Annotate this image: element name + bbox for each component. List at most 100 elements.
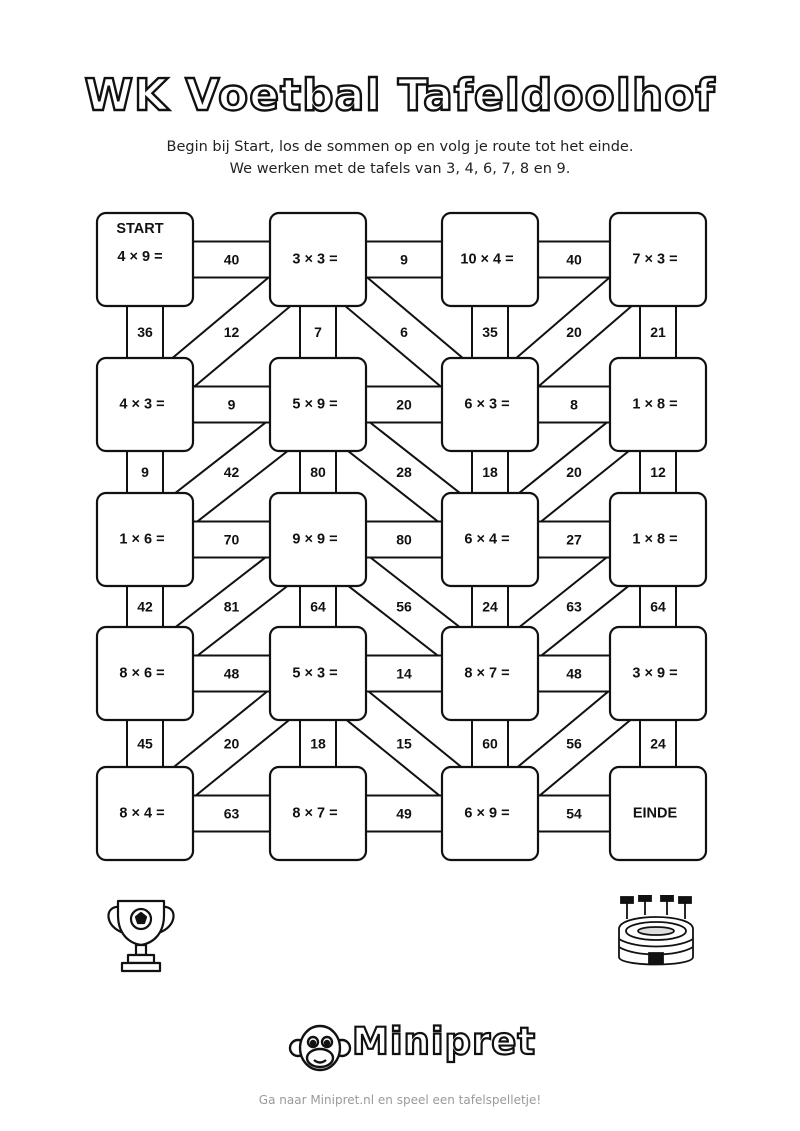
horizontal-path [363,385,445,424]
sum-text: 8 × 4 = [119,806,164,822]
sum-text: 8 × 7 = [464,666,509,682]
diagonal-answer: 81 [224,599,240,615]
maze-box [268,491,368,588]
sum-text: 8 × 6 = [119,666,164,682]
page-title: WK Voetbal Tafeldoolhof [83,69,716,122]
maze-box [268,765,368,862]
diagonal-answer: 20 [566,464,582,480]
vertical-answer: 64 [650,599,666,615]
maze-box [268,211,368,308]
instruction-line-1: Begin bij Start, los de sommen op en vol… [166,139,634,155]
maze-box [440,765,540,862]
sum-text: 4 × 9 = [117,249,162,265]
horizontal-answer: 40 [566,252,582,268]
vertical-path [299,303,337,361]
maze-box [440,211,540,308]
vertical-answer: 24 [650,736,666,752]
vertical-path [471,448,509,496]
horizontal-answer: 49 [396,806,412,822]
vertical-answer: 42 [137,599,153,615]
sum-text: 10 × 4 = [460,252,513,268]
horizontal-answer: 54 [566,806,582,822]
vertical-answer: 18 [482,464,498,480]
maze-box [95,356,195,453]
instruction-line-2: We werken met de tafels van 3, 4, 6, 7, … [229,161,571,177]
maze-box [95,765,195,862]
horizontal-path [535,654,613,693]
diagonal-answer: 20 [566,324,582,340]
monkey-logo-icon [288,1024,352,1072]
vertical-answer: 45 [137,736,153,752]
maze-box [440,491,540,588]
horizontal-answer: 48 [566,666,582,682]
vertical-answer: 7 [314,324,322,340]
horizontal-answer: 63 [224,806,240,822]
vertical-answer: 80 [310,464,326,480]
start-label: START [116,221,163,237]
horizontal-answer: 14 [396,666,412,682]
maze-box [608,625,708,722]
diagonal-answer: 56 [396,599,412,615]
vertical-answer: 35 [482,324,498,340]
vertical-path [126,448,164,496]
sum-text: 5 × 9 = [292,397,337,413]
vertical-answer: 60 [482,736,498,752]
maze-box [95,211,195,308]
diagonal-answer: 28 [396,464,412,480]
maze-box [608,356,708,453]
sum-text: 6 × 4 = [464,532,509,548]
diagonal-answer: 63 [566,599,582,615]
sum-text: 3 × 9 = [632,666,677,682]
horizontal-answer: 40 [224,252,240,268]
diagonal-answer: 42 [224,464,240,480]
horizontal-answer: 20 [396,397,412,413]
diagonal-answer: 20 [224,736,240,752]
sum-text: 1 × 6 = [119,532,164,548]
horizontal-answer: 9 [228,397,236,413]
horizontal-answer: 9 [400,252,408,268]
sum-text: 1 × 8 = [632,397,677,413]
trophy-icon [107,899,175,973]
brand-name: Minipret [351,1019,537,1064]
sum-text: 6 × 3 = [464,397,509,413]
diagonal-answer: 56 [566,736,582,752]
horizontal-path [190,794,273,833]
maze-box [95,491,195,588]
diagonal-answer: 12 [224,324,240,340]
footer-text: Ga naar Minipret.nl en speel een tafelsp… [258,1093,542,1107]
vertical-answer: 64 [310,599,326,615]
vertical-answer: 12 [650,464,666,480]
horizontal-answer: 48 [224,666,240,682]
horizontal-answer: 8 [570,397,578,413]
vertical-answer: 36 [137,324,153,340]
sum-text: 5 × 3 = [292,666,337,682]
sum-text: 9 × 9 = [292,532,337,548]
vertical-answer: 9 [141,464,149,480]
horizontal-answer: 80 [396,532,412,548]
vertical-path [299,717,337,770]
maze-box [268,625,368,722]
vertical-answer: 21 [650,324,666,340]
maze-box [440,625,540,722]
horizontal-answer: 27 [566,532,582,548]
horizontal-path [535,794,613,833]
maze-box [608,765,708,862]
diagonal-answer: 6 [400,324,408,340]
stadium-icon [618,895,694,966]
horizontal-answer: 70 [224,532,240,548]
horizontal-path [535,385,613,424]
maze-box [268,356,368,453]
sum-text: 6 × 9 = [464,806,509,822]
maze-box [608,491,708,588]
vertical-answer: 24 [482,599,498,615]
horizontal-path [190,520,273,559]
maze-box [95,625,195,722]
sum-text: 1 × 8 = [632,532,677,548]
sum-text: 8 × 7 = [292,806,337,822]
sum-text: 7 × 3 = [632,252,677,268]
end-label: EINDE [633,806,678,822]
maze-box [608,211,708,308]
sum-text: 4 × 3 = [119,397,164,413]
maze-box [440,356,540,453]
